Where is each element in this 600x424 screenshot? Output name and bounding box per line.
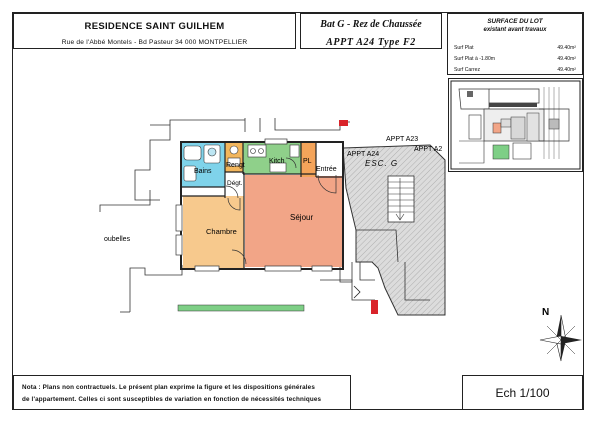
residence-title-block: RESIDENCE SAINT GUILHEM Rue de l'Abbé Mo… bbox=[13, 13, 296, 49]
scale-block: Ech 1/100 bbox=[462, 375, 583, 410]
surface-row: Surf Plat à -1.80m 49.40m² bbox=[454, 56, 576, 62]
scale-label: Ech 1/100 bbox=[495, 386, 550, 400]
room-degagement bbox=[225, 172, 245, 196]
label-placard: PL bbox=[303, 158, 312, 165]
residence-address: Rue de l'Abbé Montels - Bd Pasteur 34 00… bbox=[61, 39, 248, 46]
marker-bottom bbox=[371, 300, 378, 314]
door-swings bbox=[225, 157, 337, 265]
label-stair: ESC. G bbox=[365, 159, 398, 168]
label-degagement: Dégt. bbox=[227, 180, 243, 187]
stair-well bbox=[387, 175, 415, 223]
label-rangement: Rengt bbox=[226, 162, 245, 169]
room-entree bbox=[316, 143, 343, 176]
stair-steps bbox=[388, 178, 414, 221]
label-poubelles: oubelles bbox=[104, 236, 131, 243]
surface-title: SURFACE DU LOT bbox=[487, 18, 543, 25]
kitchen-fixtures bbox=[247, 144, 300, 173]
compass-north-label: N bbox=[542, 307, 549, 318]
surface-row-label: Surf Carrez bbox=[454, 67, 481, 73]
label-sejour: Séjour bbox=[290, 213, 313, 222]
surface-row-value: 49.40m² bbox=[557, 45, 576, 51]
note-block: Nota : Plans non contractuels. Le présen… bbox=[13, 375, 351, 410]
lot-location: Bat G - Rez de Chaussée bbox=[320, 19, 422, 30]
label-appt-a23-mid: APPT A2 bbox=[414, 146, 442, 153]
room-placard bbox=[301, 143, 316, 177]
surface-subtitle: existant avant travaux bbox=[483, 27, 547, 33]
note-line-1: Nota : Plans non contractuels. Le présen… bbox=[22, 384, 315, 391]
key-plan bbox=[448, 78, 583, 172]
key-plan-drawing bbox=[450, 80, 581, 170]
interior-walls bbox=[182, 142, 343, 269]
surface-row: Surf Plat 49.40m² bbox=[454, 45, 576, 51]
label-kitchen: Kitch bbox=[269, 158, 285, 165]
surface-row-label: Surf Plat bbox=[454, 45, 474, 51]
surface-block: SURFACE DU LOT existant avant travaux Su… bbox=[447, 13, 583, 75]
surface-row: Surf Carrez 49.40m² bbox=[454, 67, 576, 73]
surface-row-label: Surf Plat à -1.80m bbox=[454, 56, 496, 62]
marker-top bbox=[339, 120, 348, 126]
lot-block: Bat G - Rez de Chaussée APPT A24 Type F2 bbox=[300, 13, 442, 49]
garden-strip bbox=[177, 304, 305, 312]
note-line-2: de l'appartement. Celles ci sont suscept… bbox=[22, 396, 322, 403]
label-chambre: Chambre bbox=[206, 227, 237, 236]
compass-icon: N bbox=[539, 307, 582, 362]
label-entree: Entrée bbox=[316, 166, 337, 173]
surface-row-value: 49.40m² bbox=[557, 67, 576, 73]
surface-row-value: 49.40m² bbox=[557, 56, 576, 62]
bath-fixtures bbox=[183, 144, 221, 182]
windows bbox=[175, 138, 333, 272]
lot-apartment: APPT A24 Type F2 bbox=[326, 37, 416, 48]
residence-name: RESIDENCE SAINT GUILHEM bbox=[84, 21, 225, 32]
label-appt-a23-top: APPT A23 bbox=[386, 136, 418, 143]
label-appt-a24: APPT A24 bbox=[347, 151, 379, 158]
storage-fixture bbox=[227, 145, 241, 167]
label-bains: Bains bbox=[194, 168, 212, 175]
